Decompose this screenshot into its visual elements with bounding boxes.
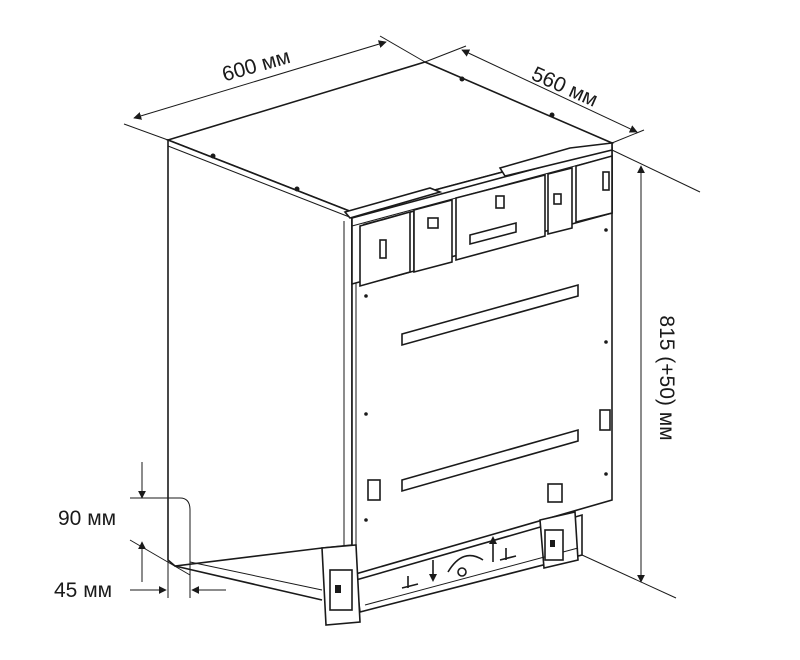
height-label: 815 (+50) мм bbox=[655, 315, 678, 440]
plinth-depth-label: 45 мм bbox=[54, 579, 112, 602]
depth-label: 560 мм bbox=[528, 62, 601, 111]
door-slot-lower bbox=[401, 428, 579, 493]
left-side-panel bbox=[167, 138, 353, 567]
door-clip-left bbox=[367, 479, 381, 501]
control-panel-strip bbox=[343, 142, 613, 288]
door-clip-center bbox=[547, 483, 563, 503]
door-slot-upper bbox=[401, 283, 579, 347]
dimension-height: 815 (+50) мм bbox=[581, 149, 701, 599]
width-label: 600 мм bbox=[220, 45, 293, 86]
door-clip-right bbox=[599, 409, 611, 431]
plinth-height-label: 90 мм bbox=[58, 507, 116, 530]
dimension-plinth-height: 90 мм bbox=[58, 462, 191, 582]
front-door-panel bbox=[364, 228, 611, 522]
dimension-plinth-depth: 45 мм bbox=[54, 560, 226, 602]
base-plinth bbox=[321, 511, 583, 626]
